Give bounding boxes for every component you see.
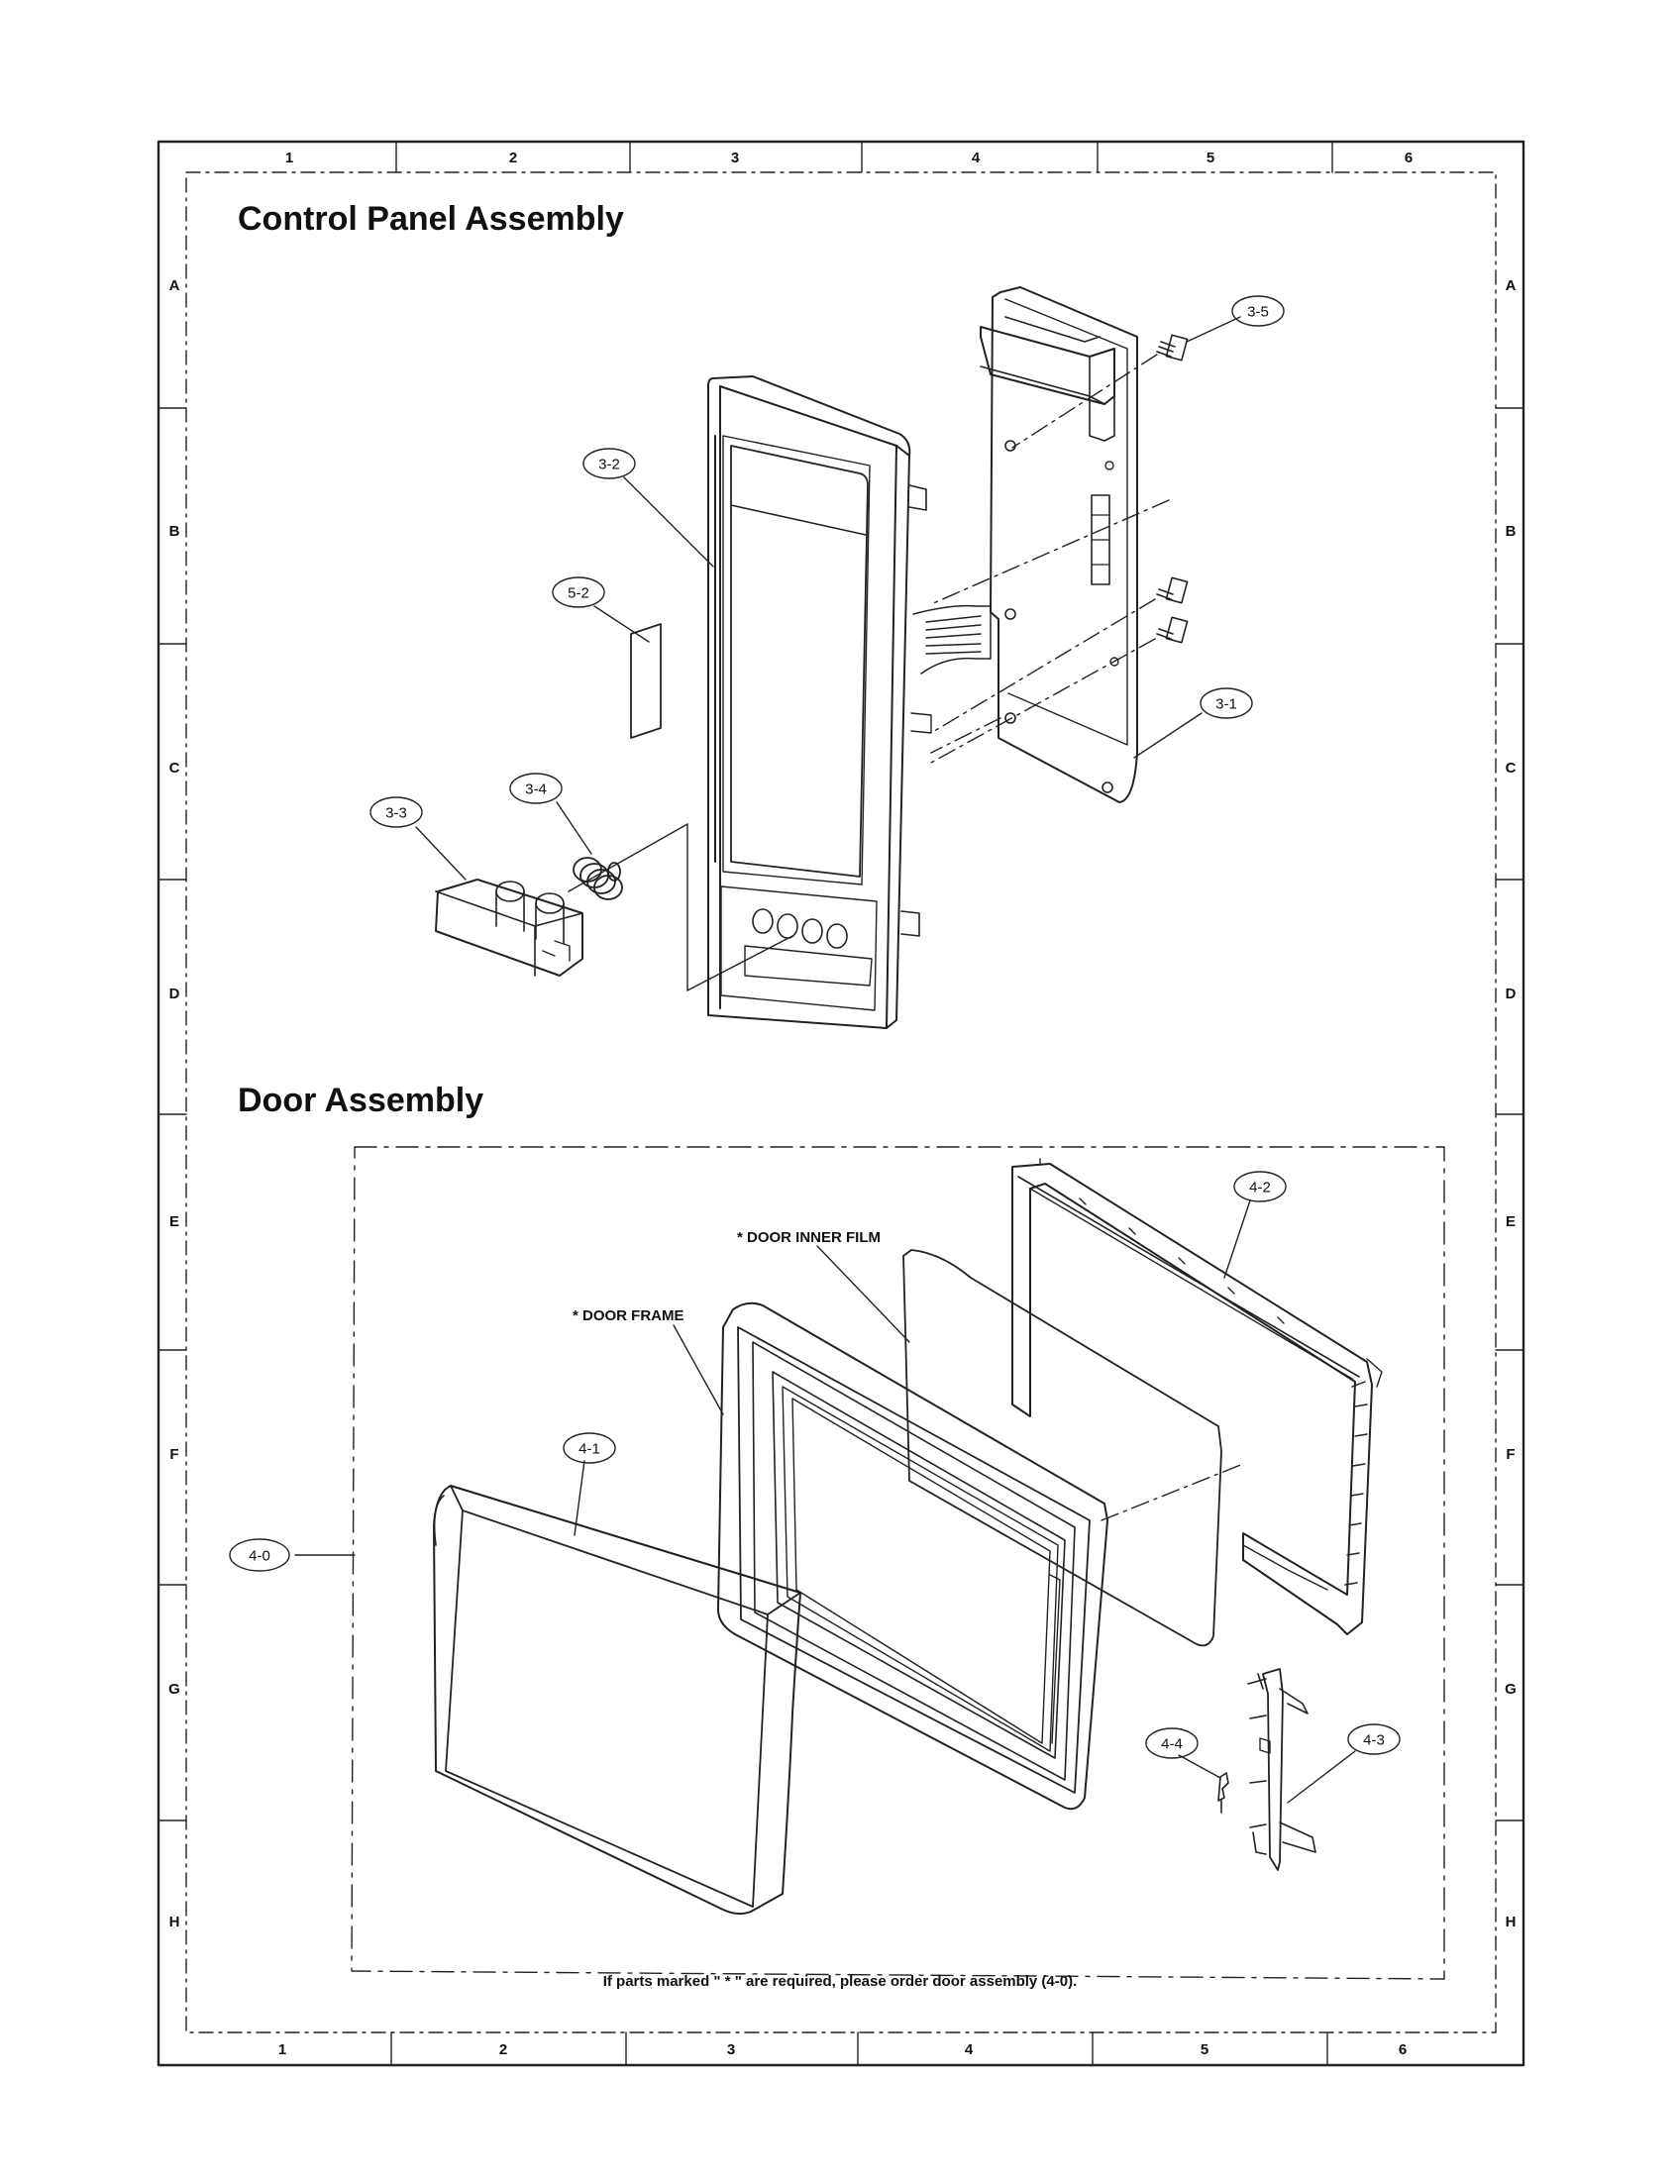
control-panel-frame — [707, 375, 932, 1029]
choke-frame-4-2 — [1011, 1163, 1383, 1635]
zone-col-3-bottom: 3 — [727, 2041, 735, 2058]
bubble-3-5 — [1231, 295, 1285, 327]
zone-row-g-left: G — [168, 1681, 180, 1698]
zone-col-5-top: 5 — [1207, 150, 1214, 166]
callout-leaders — [294, 316, 1356, 1804]
part-number-3-4: 3-4 — [525, 781, 547, 798]
bubble-4-0 — [229, 1538, 290, 1572]
part-number-4-3: 4-3 — [1363, 1732, 1385, 1749]
control-panel-title: Control Panel Assembly — [238, 200, 624, 238]
bubble-3-2 — [582, 448, 636, 479]
zone-row-d-right: D — [1506, 986, 1517, 1002]
zone-col-6-top: 6 — [1405, 150, 1413, 166]
part-number-4-2: 4-2 — [1249, 1180, 1271, 1196]
callout-bubbles — [229, 295, 1401, 1759]
door-cover-4-1 — [433, 1485, 801, 1916]
screw-lower-2 — [1156, 616, 1189, 644]
part-number-3-2: 3-2 — [598, 457, 620, 473]
door-latch-4-3 — [1247, 1668, 1316, 1871]
zone-col-4-bottom: 4 — [965, 2041, 974, 2058]
leader-lines-control — [568, 823, 793, 991]
zone-col-1-bottom: 1 — [278, 2041, 286, 2058]
label-film-5-2 — [630, 623, 662, 739]
bubble-4-4 — [1145, 1727, 1199, 1759]
part-number-4-4: 4-4 — [1161, 1736, 1183, 1753]
zone-row-b-right: B — [1506, 523, 1517, 540]
zone-row-h-left: H — [169, 1914, 180, 1930]
part-number-4-0: 4-0 — [249, 1548, 270, 1565]
bubble-4-3 — [1347, 1723, 1401, 1755]
door-assembly-title: Door Assembly — [238, 1082, 484, 1119]
zone-markers: 1 2 3 4 5 6 1 2 3 4 5 6 A B C D E F G H … — [168, 150, 1517, 2058]
screw-lower-1 — [1156, 576, 1189, 604]
part-number-4-1: 4-1 — [578, 1441, 600, 1458]
label-door-inner-film: * DOOR INNER FILM — [737, 1229, 881, 1246]
zone-row-c-left: C — [169, 760, 180, 777]
part-number-3-1: 3-1 — [1215, 696, 1237, 713]
door-assembly-enclosure — [351, 1146, 1445, 1980]
door-inner-film — [902, 1249, 1222, 1647]
part-number-3-3: 3-3 — [385, 805, 407, 822]
zone-row-d-left: D — [169, 986, 180, 1002]
zone-col-4-top: 4 — [972, 150, 981, 166]
zone-row-g-right: G — [1505, 1681, 1517, 1698]
zone-col-2-bottom: 2 — [499, 2041, 507, 2058]
zone-row-a-left: A — [169, 277, 180, 294]
bubble-3-1 — [1200, 687, 1253, 719]
zone-row-a-right: A — [1506, 277, 1517, 294]
zone-row-c-right: C — [1506, 760, 1517, 777]
ribbon-cable — [912, 604, 992, 675]
zone-row-h-right: H — [1506, 1914, 1517, 1930]
zone-dividers — [158, 141, 1524, 2066]
label-door-frame: * DOOR FRAME — [573, 1307, 684, 1324]
zone-col-5-bottom: 5 — [1201, 2041, 1208, 2058]
callout-texts: 3-5 3-2 5-2 3-1 3-4 3-3 4-2 4-1 4-0 4-3 … — [249, 304, 1385, 1753]
zone-row-b-left: B — [169, 523, 180, 540]
bubble-4-1 — [563, 1432, 616, 1464]
zone-col-6-bottom: 6 — [1399, 2041, 1407, 2058]
bubble-3-3 — [369, 796, 423, 828]
door-frame — [717, 1301, 1108, 1811]
zone-row-f-right: F — [1506, 1446, 1515, 1463]
zone-row-e-right: E — [1506, 1213, 1516, 1230]
zone-col-2-top: 2 — [509, 150, 517, 166]
part-number-3-5: 3-5 — [1247, 304, 1269, 321]
zone-row-f-left: F — [169, 1446, 178, 1463]
zone-col-1-top: 1 — [285, 150, 293, 166]
footnote: If parts marked " * " are required, plea… — [602, 1973, 1078, 1990]
part-number-5-2: 5-2 — [568, 585, 589, 602]
pcb-board — [980, 286, 1138, 803]
zone-col-3-top: 3 — [731, 150, 739, 166]
spring-3-4 — [573, 857, 623, 900]
sheet-border — [157, 140, 1525, 2067]
zone-row-e-left: E — [169, 1213, 179, 1230]
alignment-lines-control — [930, 354, 1170, 764]
bubble-4-2 — [1233, 1171, 1287, 1202]
latch-spring-4-4 — [1217, 1772, 1229, 1814]
part-labels: * DOOR INNER FILM * DOOR FRAME — [573, 1229, 881, 1324]
screw-3-5 — [1156, 334, 1189, 362]
alignment-lines-door — [1039, 1158, 1244, 1521]
bubble-5-2 — [552, 576, 605, 608]
bubble-3-4 — [509, 773, 563, 804]
button-3-3 — [435, 879, 583, 977]
